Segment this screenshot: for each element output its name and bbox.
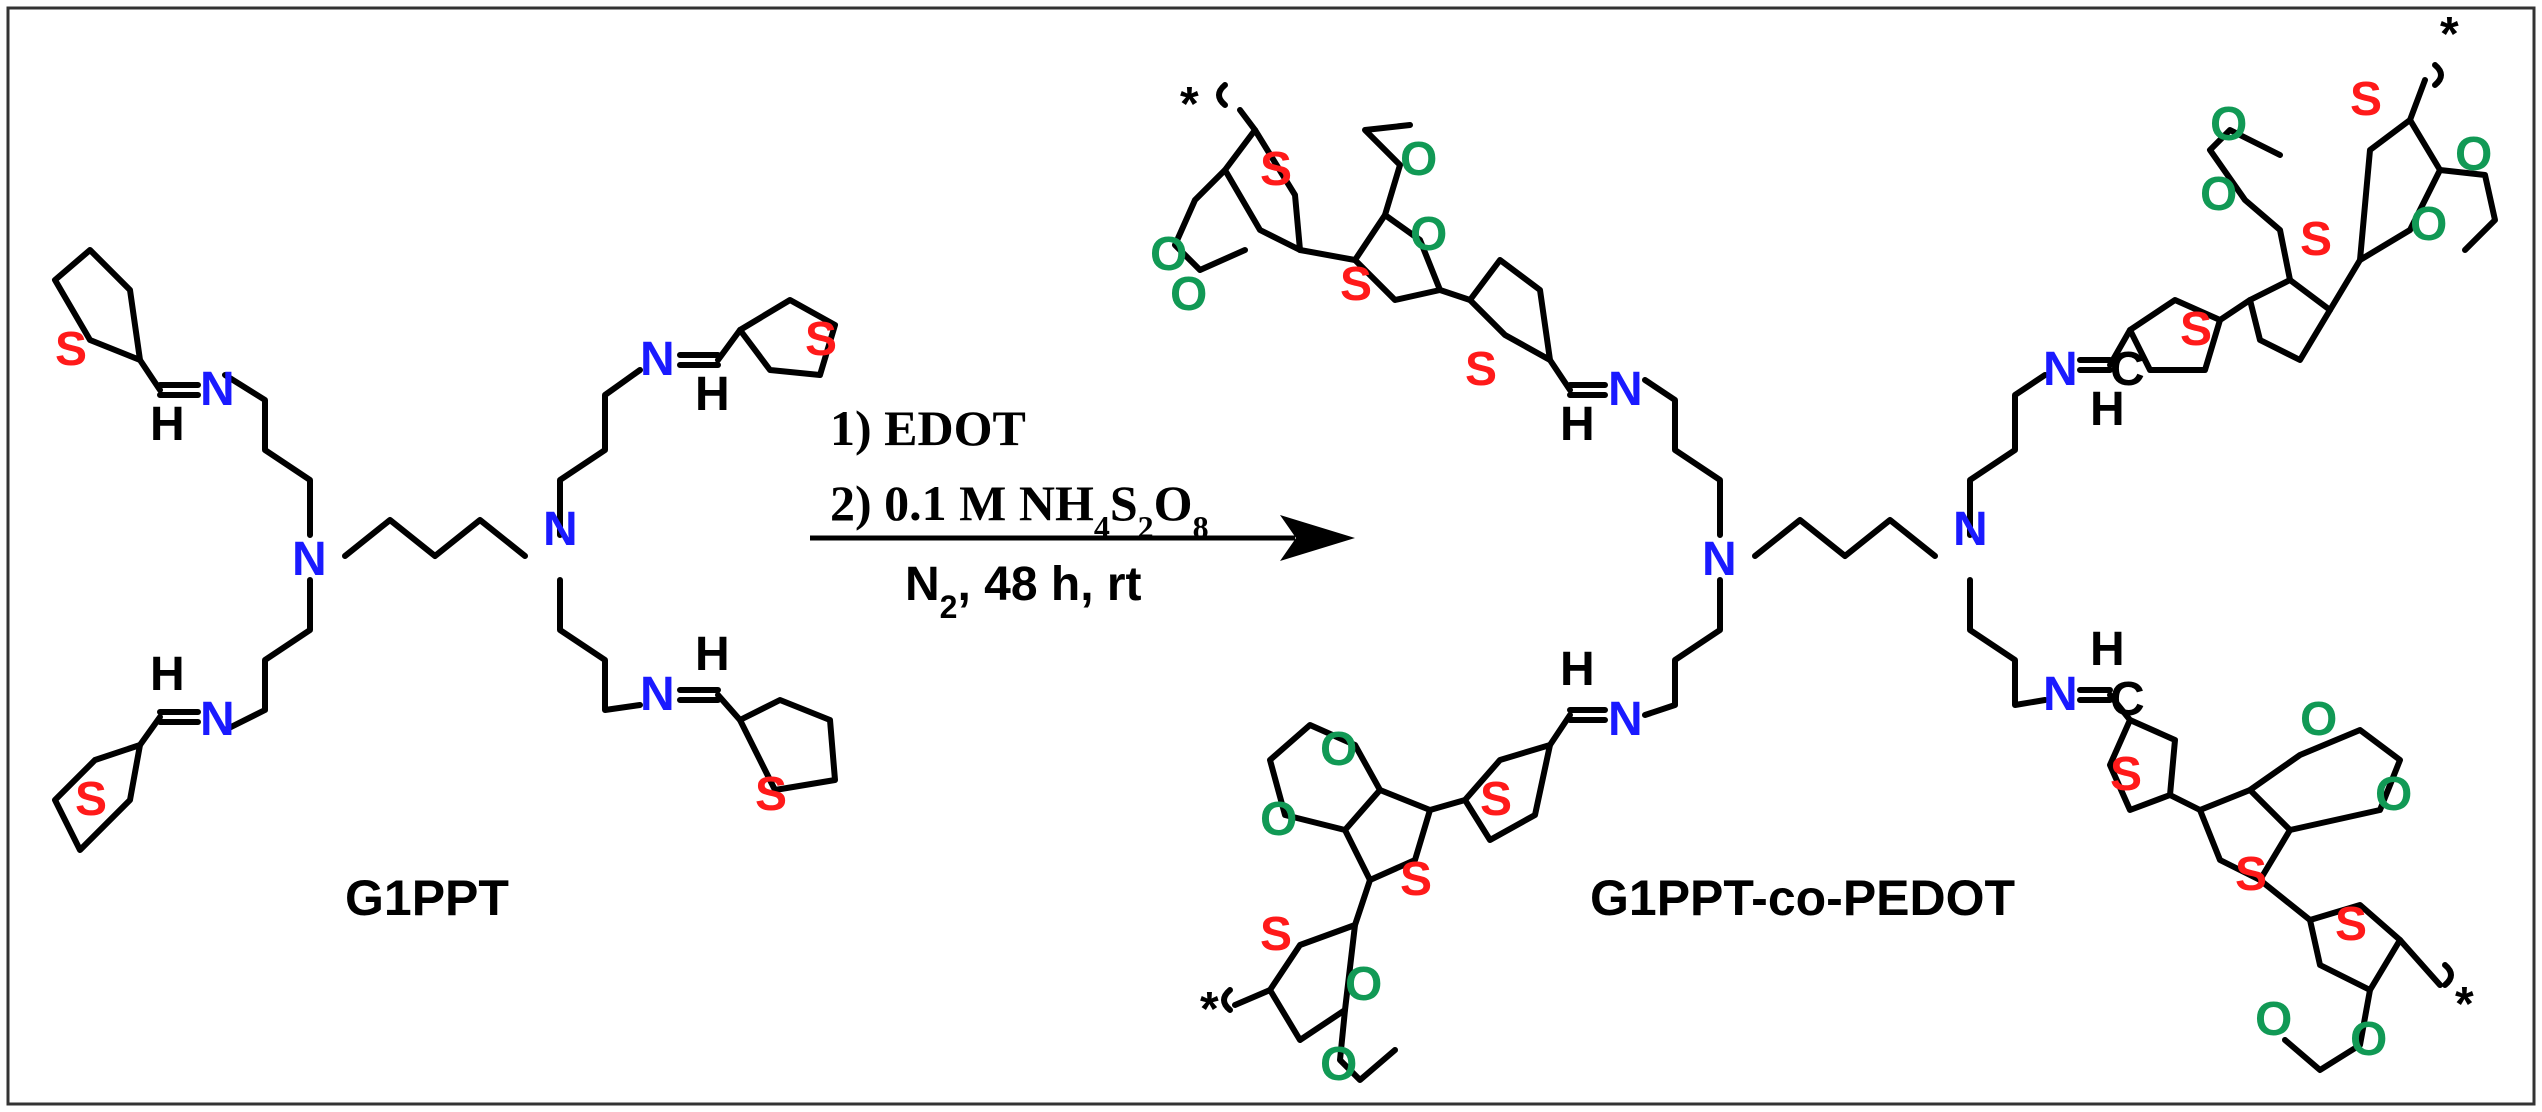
reactant-structure: N N N N N N S S S S H H H H — [52, 247, 838, 853]
atom-s: S — [2180, 303, 2212, 356]
atom-o: O — [2200, 168, 2237, 221]
figure-frame — [6, 6, 2536, 1106]
polymer-end-star: * — [1200, 983, 1219, 1036]
atom-n-imine: N — [2043, 668, 2078, 721]
atom-o: O — [1345, 958, 1382, 1011]
atom-s: S — [1340, 258, 1372, 311]
atom-s: S — [1260, 908, 1292, 961]
atom-n-imine: N — [640, 668, 675, 721]
atom-o: O — [1400, 133, 1437, 186]
polymer-end-star: * — [2440, 8, 2459, 61]
atom-o: O — [1150, 228, 1187, 281]
atom-s: S — [2110, 748, 2142, 801]
atom-s: S — [75, 773, 107, 826]
atom-h: H — [150, 648, 185, 701]
condition-step-1: 1) EDOT — [830, 400, 1026, 456]
atom-o: O — [1260, 793, 1297, 846]
atom-n-imine: N — [1608, 363, 1643, 416]
atom-s: S — [2300, 213, 2332, 266]
atom-h: H — [150, 398, 185, 451]
atom-o: O — [2455, 128, 2492, 181]
atom-s: S — [2350, 73, 2382, 126]
condition-step-2: 2) 0.1 M NH4S2O8 — [830, 475, 1209, 545]
atom-h: H — [695, 628, 730, 681]
atom-o: O — [2300, 693, 2337, 746]
polymer-end-star: * — [2455, 978, 2474, 1031]
atom-o: O — [1320, 723, 1357, 776]
atom-o: O — [2350, 1013, 2387, 1066]
product-name: G1PPT-co-PEDOT — [1590, 870, 2015, 926]
atom-s: S — [1260, 143, 1292, 196]
atom-n-imine: N — [200, 693, 235, 746]
polymer-end-star: * — [1180, 78, 1199, 131]
atom-n-imine: N — [1608, 693, 1643, 746]
atom-s: S — [55, 323, 87, 376]
atom-c: C — [2110, 343, 2145, 396]
atom-c: C — [2110, 673, 2145, 726]
atom-s: S — [755, 768, 787, 821]
atom-s: S — [2235, 848, 2267, 901]
atom-n-core-right: N — [1953, 503, 1988, 556]
atom-n-core-right: N — [543, 503, 578, 556]
atom-n-imine: N — [200, 363, 235, 416]
atom-h: H — [2090, 623, 2125, 676]
atom-h: H — [695, 368, 730, 421]
atom-s: S — [1400, 853, 1432, 906]
atom-h: H — [1560, 398, 1595, 451]
atom-o: O — [2375, 768, 2412, 821]
reactant-name: G1PPT — [345, 870, 509, 926]
atom-o: O — [2255, 993, 2292, 1046]
atom-n-core-left: N — [1702, 533, 1737, 586]
product-structure: N N N N N N H H H H C C S S S S S S S S … — [1150, 8, 2498, 1091]
atom-o: O — [1170, 268, 1207, 321]
atom-n-imine: N — [2043, 343, 2078, 396]
atom-s: S — [1465, 343, 1497, 396]
atom-o: O — [1410, 208, 1447, 261]
atom-o: O — [1320, 1038, 1357, 1091]
atom-s: S — [1480, 773, 1512, 826]
atom-s: S — [805, 313, 837, 366]
condition-atmosphere-time-temp: N2, 48 h, rt — [905, 558, 1142, 625]
atom-n-imine: N — [640, 333, 675, 386]
atom-o: O — [2410, 198, 2447, 251]
atom-h: H — [2090, 383, 2125, 436]
reaction-arrow — [810, 515, 1355, 561]
atom-n-core-left: N — [292, 533, 327, 586]
atom-s: S — [2335, 898, 2367, 951]
atom-o: O — [2210, 98, 2247, 151]
atom-h: H — [1560, 643, 1595, 696]
